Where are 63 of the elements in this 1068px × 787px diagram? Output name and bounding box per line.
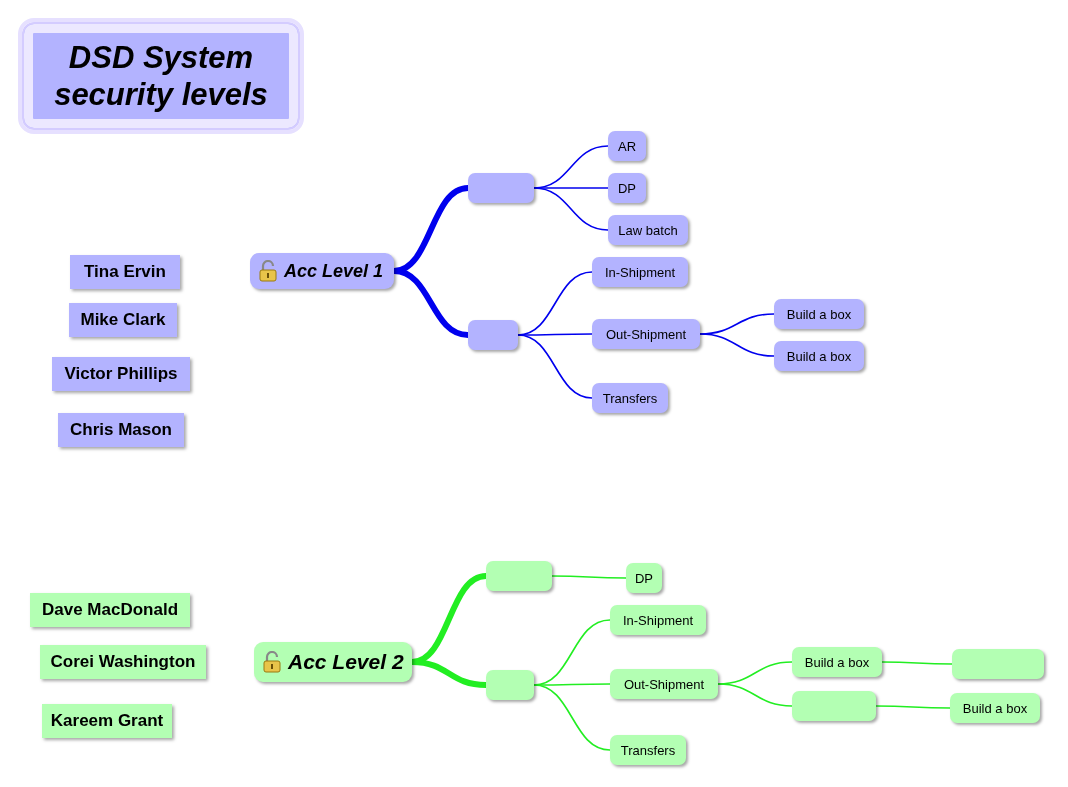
topic-label: Out-Shipment: [605, 326, 687, 342]
connector-line: [717, 683, 793, 707]
topic-label: Chris Mason: [70, 420, 172, 440]
connector-line: [875, 705, 951, 709]
topic-box: [792, 647, 882, 677]
connector-line: [393, 268, 469, 338]
connector-line: [411, 659, 487, 688]
topic-label: Law batch: [618, 222, 678, 238]
empty-topic-box: [468, 173, 534, 203]
root-topic: [250, 253, 394, 289]
topic-box: [774, 299, 864, 329]
connector-line: [533, 684, 611, 751]
person-box: [52, 357, 190, 391]
topic-box: [610, 735, 686, 765]
topic-label: DP: [634, 570, 654, 586]
topic-box: [774, 341, 864, 371]
empty-topic-box: [468, 320, 518, 350]
topic-label: Acc Level 1: [284, 260, 384, 282]
topic-box: [950, 693, 1040, 723]
empty-topic-box: [486, 670, 534, 700]
person-box: [58, 413, 184, 447]
connector-line: [551, 575, 627, 579]
person-box: [70, 255, 180, 289]
topic-box: [610, 669, 718, 699]
topic-label: Kareem Grant: [50, 711, 164, 731]
topic-label: Transfers: [620, 742, 676, 758]
person-box: [40, 645, 206, 679]
empty-topic-box: [792, 691, 876, 721]
person-box: [42, 704, 172, 738]
empty-topic-box: [486, 561, 552, 591]
topic-label: DP: [617, 180, 637, 196]
topic-label: Victor Phillips: [64, 364, 178, 384]
topic-box: [626, 563, 662, 593]
connector-line: [699, 333, 775, 357]
topic-label: Build a box: [786, 348, 852, 364]
topic-label: Build a box: [962, 700, 1028, 716]
topic-box: [592, 319, 700, 349]
root-topic: [254, 642, 412, 682]
person-box: [30, 593, 190, 627]
person-box: [69, 303, 177, 337]
topic-label: Mike Clark: [80, 310, 166, 330]
connector-line: [533, 187, 609, 231]
topic-label: Build a box: [804, 654, 870, 670]
topic-label: In-Shipment: [604, 264, 676, 280]
topic-label: Transfers: [602, 390, 658, 406]
topic-label: In-Shipment: [622, 612, 694, 628]
topic-label: Dave MacDonald: [41, 600, 178, 620]
topic-box: [592, 383, 668, 413]
connector-line: [517, 334, 593, 399]
topic-box: [610, 605, 706, 635]
topic-label: Acc Level 2: [288, 650, 404, 674]
topic-label: Build a box: [786, 306, 852, 322]
topic-label: Out-Shipment: [623, 676, 705, 692]
topic-box: [608, 215, 688, 245]
topic-label: Corei Washington: [50, 652, 196, 672]
topic-label: AR: [617, 138, 637, 154]
connector-line: [881, 661, 953, 665]
empty-topic-box: [952, 649, 1044, 679]
topic-label: DSD System security levels: [53, 38, 269, 114]
topic-box: [608, 173, 646, 203]
topic-label: Tina Ervin: [84, 262, 166, 282]
topic-box: [592, 257, 688, 287]
topic-box: [608, 131, 646, 161]
